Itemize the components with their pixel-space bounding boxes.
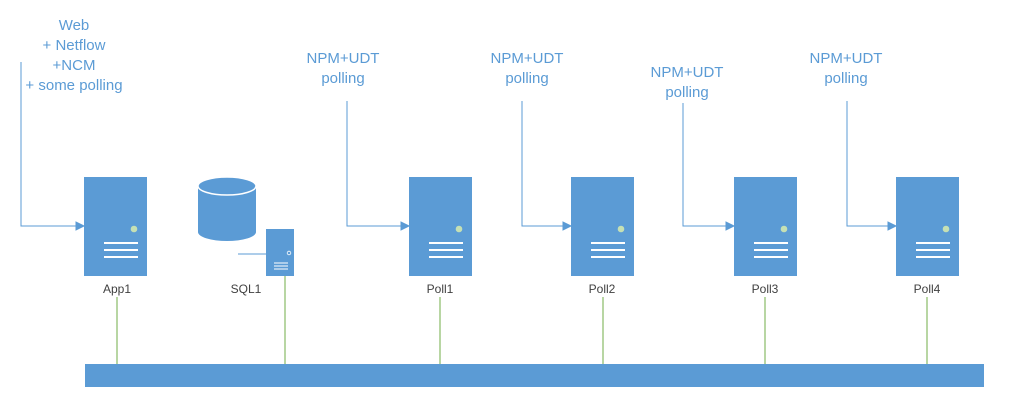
annotation-app1-line-4: + some polling: [25, 77, 123, 94]
arrowhead-poll1: [400, 221, 411, 231]
server-poll2-icon: [571, 177, 634, 276]
annotation-app1-line-2: + Netflow: [42, 37, 106, 54]
arrowhead-app1: [75, 221, 86, 231]
annotation-app1-line-3: +NCM: [52, 57, 96, 74]
annotation-poll1-line-2: polling: [321, 70, 365, 87]
annotation-poll4: NPM+UDT polling: [796, 49, 896, 89]
server-label-poll3: Poll3: [751, 282, 779, 296]
annotation-poll4-line-1: NPM+UDT: [809, 50, 883, 67]
annotation-poll1-line-1: NPM+UDT: [306, 50, 380, 67]
server-poll3-icon: [734, 177, 797, 276]
server-label-app1: App1: [102, 282, 132, 296]
connector-poll4: [846, 101, 889, 227]
connector-poll2: [521, 101, 564, 227]
server-label-poll1: Poll1: [426, 282, 454, 296]
annotation-poll1: NPM+UDT polling: [293, 49, 393, 89]
server-label-sql1: SQL1: [230, 282, 262, 296]
server-label-poll4: Poll4: [913, 282, 941, 296]
annotation-poll3-line-2: polling: [665, 84, 709, 101]
arrowhead-poll4: [887, 221, 898, 231]
database-icon: [197, 176, 257, 241]
network-links: [116, 276, 928, 365]
annotation-poll2-line-2: polling: [505, 70, 549, 87]
annotation-poll4-line-2: polling: [824, 70, 868, 87]
annotation-poll3-line-1: NPM+UDT: [650, 64, 724, 81]
annotation-poll3: NPM+UDT polling: [637, 63, 737, 103]
network-bus: [85, 364, 984, 387]
server-poll1-icon: [409, 177, 472, 276]
annotation-app1-line-1: Web: [58, 17, 90, 34]
server-poll4-icon: [896, 177, 959, 276]
arrowhead-poll3: [725, 221, 736, 231]
connector-app1: [20, 62, 77, 227]
annotation-poll2: NPM+UDT polling: [477, 49, 577, 89]
annotation-connectors: [20, 62, 898, 231]
server-label-poll2: Poll2: [588, 282, 616, 296]
annotation-poll2-line-1: NPM+UDT: [490, 50, 564, 67]
sql-server-icon: [266, 229, 294, 276]
server-app1-icon: [84, 177, 147, 276]
annotation-app1: Web + Netflow +NCM + some polling: [10, 16, 138, 96]
arrowhead-poll2: [562, 221, 573, 231]
connector-poll1: [346, 101, 402, 227]
connector-poll3: [682, 103, 727, 227]
